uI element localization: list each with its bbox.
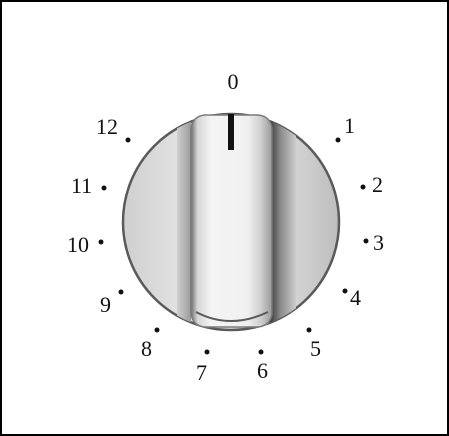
dial-label-3: 3 bbox=[373, 230, 384, 255]
dial-label-5: 5 bbox=[310, 336, 321, 361]
tick-5 bbox=[306, 327, 312, 333]
tick-1 bbox=[335, 137, 341, 143]
dial-ticks bbox=[98, 137, 369, 355]
dial-label-9: 9 bbox=[100, 292, 111, 317]
dial-label-4: 4 bbox=[350, 285, 361, 310]
dial-label-6: 6 bbox=[257, 358, 268, 383]
tick-4 bbox=[342, 288, 348, 294]
tick-6 bbox=[258, 349, 264, 355]
rotary-knob-icon[interactable] bbox=[190, 114, 273, 328]
tick-2 bbox=[360, 184, 366, 190]
tick-3 bbox=[363, 238, 369, 244]
dial-label-7: 7 bbox=[196, 360, 207, 385]
dial-label-12: 12 bbox=[96, 114, 118, 139]
dial-label-2: 2 bbox=[372, 172, 383, 197]
dial-label-0: 0 bbox=[228, 69, 239, 94]
dial-label-10: 10 bbox=[67, 232, 89, 257]
tick-12 bbox=[125, 137, 131, 143]
dial-label-8: 8 bbox=[141, 336, 152, 361]
tick-8 bbox=[154, 327, 160, 333]
tick-10 bbox=[98, 239, 104, 245]
tick-9 bbox=[118, 289, 124, 295]
tick-11 bbox=[101, 185, 107, 191]
tick-7 bbox=[204, 349, 210, 355]
dial-pointer bbox=[228, 114, 234, 150]
dial-label-11: 11 bbox=[71, 173, 92, 198]
dial-label-1: 1 bbox=[344, 113, 355, 138]
